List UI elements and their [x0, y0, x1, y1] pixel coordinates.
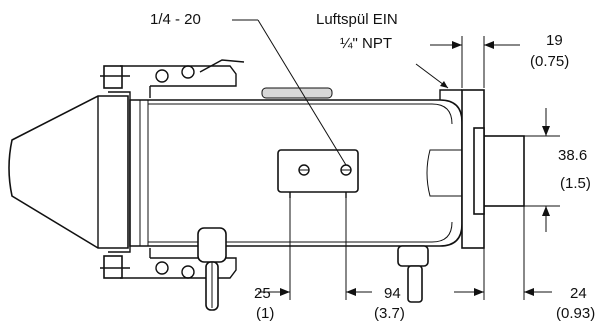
dim-19-inch-label: (0.75): [530, 53, 569, 70]
mounting-plate: [277, 149, 359, 198]
purge-inlet: [439, 89, 462, 100]
bottom-clamp: [100, 227, 237, 311]
top-clamp: [100, 59, 245, 98]
dim-38-label: 38.6: [558, 147, 587, 164]
dim-38-inch-label: (1.5): [560, 175, 591, 192]
front-cone: [8, 91, 131, 253]
bottom-fitting: [397, 245, 429, 303]
purge-npt-label: ¼" NPT: [340, 35, 392, 52]
flange: [461, 89, 525, 249]
dim-94-inch-label: (3.7): [374, 305, 405, 322]
dim-25-label: 25: [254, 285, 271, 302]
purge-title-label: Luftspül EIN: [316, 11, 398, 28]
dim-19-label: 19: [546, 32, 563, 49]
dimension-lines: [232, 19, 560, 300]
thread-label: 1/4 - 20: [150, 11, 201, 28]
dim-94-label: 94: [384, 285, 401, 302]
dim-25-inch-label: (1): [256, 305, 274, 322]
dim-24-label: 24: [570, 285, 587, 302]
dim-24-inch-label: (0.93): [556, 305, 595, 322]
